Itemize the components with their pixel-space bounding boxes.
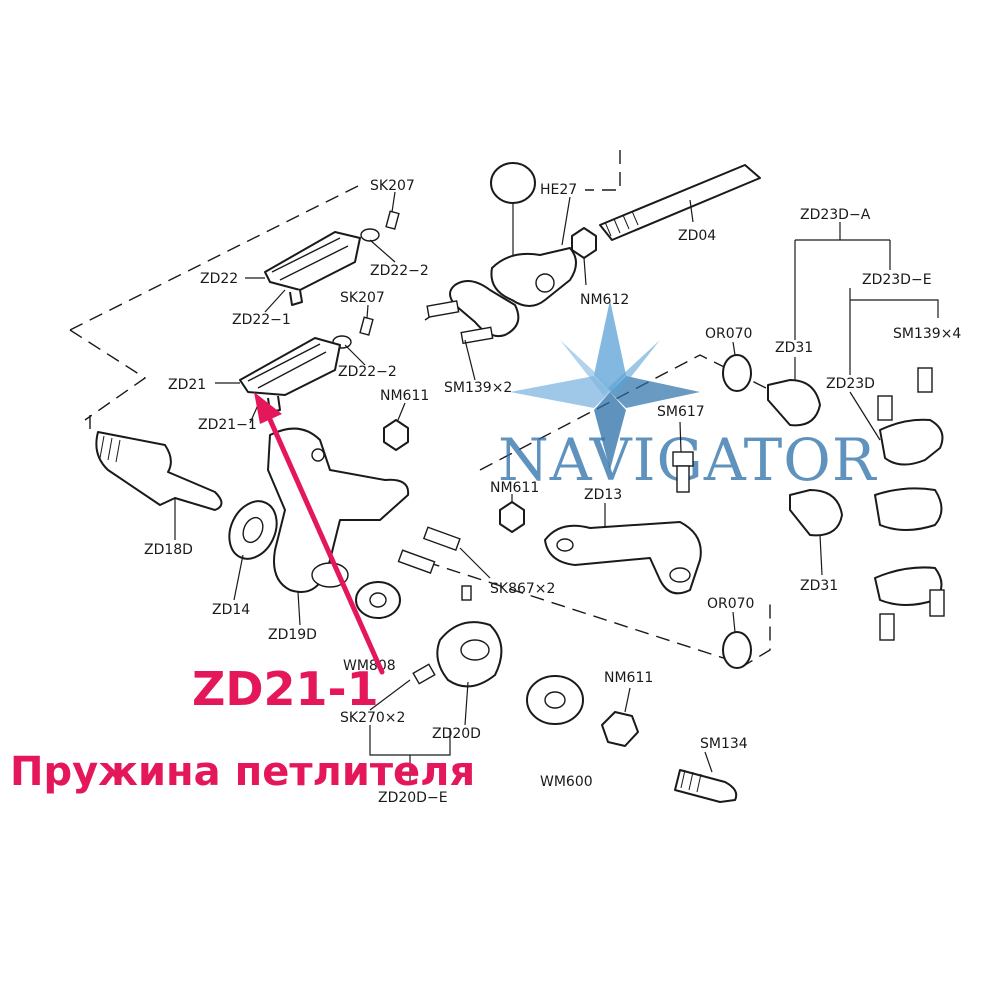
part-sk207-screw-b bbox=[332, 316, 374, 349]
label-zd21-1: ZD21−1 bbox=[198, 417, 257, 433]
callout-arrow-icon bbox=[254, 392, 385, 675]
part-sk207-screw-a bbox=[360, 210, 400, 242]
part-sm139-screws-x4 bbox=[877, 367, 945, 641]
part-nm611-nut-c bbox=[601, 711, 639, 747]
label-zd31-a: ZD31 bbox=[775, 340, 813, 356]
label-zd22: ZD22 bbox=[200, 271, 238, 287]
leader-lines bbox=[215, 191, 939, 782]
label-zd04: ZD04 bbox=[678, 228, 716, 244]
label-zd23d-e: ZD23D−E bbox=[862, 272, 932, 288]
part-he27-ball bbox=[490, 162, 536, 260]
part-sk867-screws bbox=[397, 526, 461, 574]
part-zd31-pins bbox=[767, 379, 843, 537]
part-sm617-screw bbox=[672, 451, 694, 493]
label-nm611-a: NM611 bbox=[380, 388, 429, 404]
part-zd23d-clamps bbox=[874, 418, 944, 606]
part-zd22-spring bbox=[264, 231, 361, 306]
part-sm139-screws bbox=[426, 300, 494, 345]
part-zd18d-shaft bbox=[95, 431, 223, 540]
label-nm611-b: NM611 bbox=[490, 480, 539, 496]
label-or070-a: OR070 bbox=[705, 326, 752, 342]
label-zd20d: ZD20D bbox=[432, 726, 481, 742]
part-zd13-arm bbox=[544, 521, 702, 595]
label-zd22-2-b: ZD22−2 bbox=[338, 364, 397, 380]
label-zd18d: ZD18D bbox=[144, 542, 193, 558]
part-link-yoke bbox=[449, 247, 577, 338]
part-zd20d-collar bbox=[412, 621, 503, 688]
label-zd14: ZD14 bbox=[212, 602, 250, 618]
label-zd19d: ZD19D bbox=[268, 627, 317, 643]
part-or070-rings bbox=[722, 354, 752, 669]
label-nm612: NM612 bbox=[580, 292, 629, 308]
label-zd20d-e: ZD20D−E bbox=[378, 790, 448, 806]
label-zd22-2-a: ZD22−2 bbox=[370, 263, 429, 279]
part-sk270-screw bbox=[461, 585, 472, 601]
callout-part-code: ZD21-1 bbox=[192, 662, 379, 716]
label-zd31-b: ZD31 bbox=[800, 578, 838, 594]
label-or070-b: OR070 bbox=[707, 596, 754, 612]
part-labels: SK207 HE27 ZD04 ZD23D−A ZD23D−E ZD22 ZD2… bbox=[144, 178, 961, 806]
label-zd23d: ZD23D bbox=[826, 376, 875, 392]
part-zd14-washer bbox=[228, 500, 278, 560]
label-sm134: SM134 bbox=[700, 736, 748, 752]
part-wm600-washer bbox=[526, 675, 584, 725]
label-zd13: ZD13 bbox=[584, 487, 622, 503]
label-he27: HE27 bbox=[540, 182, 577, 198]
part-nm612-nut bbox=[571, 227, 597, 259]
label-wm600: WM600 bbox=[540, 774, 593, 790]
label-sk270x2: SK270×2 bbox=[340, 710, 405, 726]
label-sk867x2: SK867×2 bbox=[490, 581, 555, 597]
part-zd04-rod bbox=[599, 164, 761, 241]
label-zd22-1: ZD22−1 bbox=[232, 312, 291, 328]
part-wm808-washer bbox=[355, 581, 401, 619]
compass-star-icon bbox=[510, 300, 700, 470]
label-zd21: ZD21 bbox=[168, 377, 206, 393]
label-sk207-a: SK207 bbox=[370, 178, 415, 194]
highlight-callout: ZD21-1 Пружина петлителя bbox=[10, 392, 475, 795]
callout-part-name: Пружина петлителя bbox=[10, 749, 475, 795]
part-nm611-nut-a bbox=[383, 419, 409, 451]
label-sm139x2: SM139×2 bbox=[444, 380, 512, 396]
label-nm611-c: NM611 bbox=[604, 670, 653, 686]
part-sm134-screw bbox=[674, 769, 738, 803]
label-sm617: SM617 bbox=[657, 404, 705, 420]
label-zd23d-a: ZD23D−A bbox=[800, 207, 871, 223]
label-sk207-b: SK207 bbox=[340, 290, 385, 306]
label-sm139x4: SM139×4 bbox=[893, 326, 961, 342]
part-nm611-nut-b bbox=[499, 501, 525, 533]
part-zd21-spring bbox=[239, 337, 341, 413]
